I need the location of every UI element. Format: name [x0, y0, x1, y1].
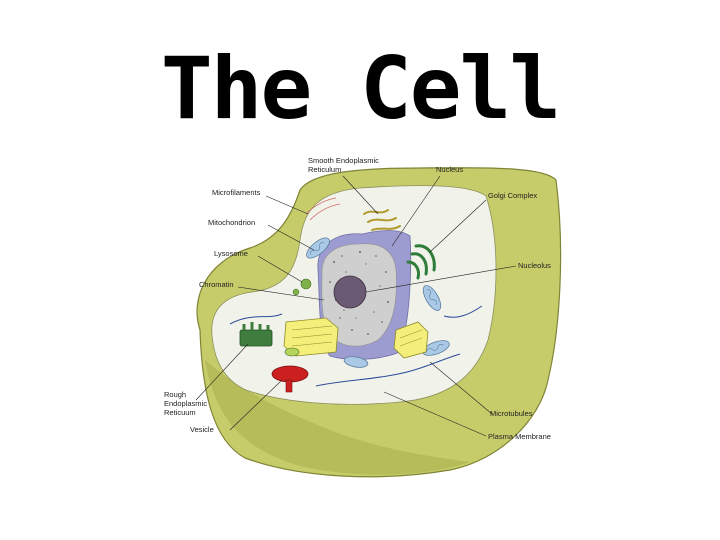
label-microtubules: Microtubules — [490, 409, 533, 418]
label-rough-er-2: Endoplasmic — [164, 399, 207, 408]
label-rough-er-1: Rough — [164, 390, 186, 399]
label-plasma-membrane: Plasma Membrane — [488, 432, 551, 441]
vesicle-shape — [271, 365, 309, 393]
label-vesicle: Vesicle — [190, 425, 214, 434]
rough-er-shape — [239, 322, 273, 347]
label-mitochondrion: Mitochondrion — [208, 218, 255, 227]
label-chromatin: Chromatin — [199, 280, 234, 289]
slide-title: The Cell — [160, 39, 561, 139]
nucleolus-shape — [333, 275, 367, 309]
mitochondrion-4 — [343, 356, 369, 368]
label-microfilaments: Microfilaments — [212, 188, 261, 197]
microfilaments-shape — [305, 197, 341, 221]
diagram-labels: Smooth Endoplasmic Reticulum Nucleus Gol… — [164, 156, 551, 441]
label-smooth-er-2: Reticulum — [308, 165, 341, 174]
chromatin-texture — [329, 250, 390, 335]
label-nucleus: Nucleus — [436, 165, 463, 174]
small-vesicle-shape — [284, 347, 300, 357]
label-nucleolus: Nucleolus — [518, 261, 551, 270]
label-smooth-er-1: Smooth Endoplasmic — [308, 156, 379, 165]
lysosome-shape — [292, 278, 312, 296]
mitochondrion-2 — [422, 285, 442, 311]
cell-side-shading — [205, 360, 470, 475]
leader-lines — [195, 175, 517, 437]
microtubules-shape — [229, 305, 483, 387]
label-lysosome: Lysosome — [214, 249, 248, 258]
nucleus — [317, 230, 412, 360]
label-golgi-complex: Golgi Complex — [488, 191, 537, 200]
label-rough-er-3: Reticuum — [164, 408, 196, 417]
mitochondrion-1 — [306, 237, 330, 259]
yellow-organelles — [283, 317, 429, 359]
mitochondria — [306, 237, 450, 368]
